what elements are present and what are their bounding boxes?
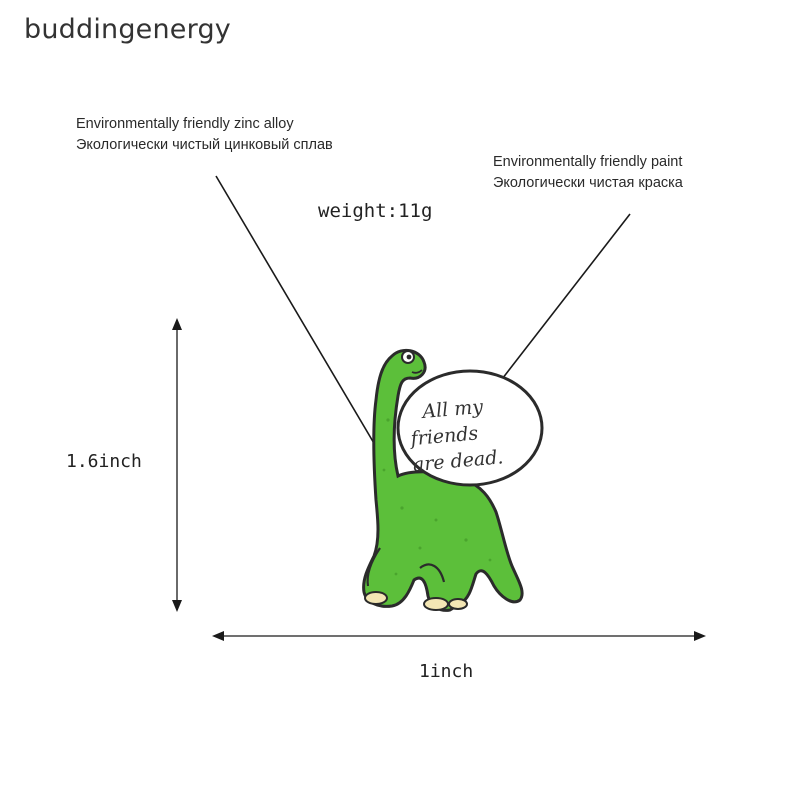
width-dimension-label: 1inch bbox=[419, 661, 474, 682]
paint-callout: Environmentally friendly paint Экологиче… bbox=[493, 152, 683, 194]
paint-callout-ru: Экологически чистая краска bbox=[493, 175, 683, 191]
material-callout: Environmentally friendly zinc alloy Экол… bbox=[76, 114, 333, 156]
bubble-text-line-1: All my bbox=[419, 396, 484, 423]
material-callout-ru: Экологически чистый цинковый сплав bbox=[76, 137, 333, 153]
speech-bubble bbox=[396, 369, 544, 487]
material-callout-en: Environmentally friendly zinc alloy bbox=[76, 116, 294, 132]
width-arrow bbox=[212, 631, 706, 641]
brand-watermark: buddingenergy bbox=[24, 14, 231, 45]
height-arrow bbox=[172, 318, 182, 612]
weight-label: weight:11g bbox=[318, 200, 433, 222]
paint-leader-line bbox=[491, 213, 631, 393]
dinosaur-pin: All my friends are dead. bbox=[362, 348, 544, 612]
material-leader-line bbox=[215, 175, 379, 451]
height-dimension-label: 1.6inch bbox=[66, 451, 142, 472]
paint-callout-en: Environmentally friendly paint bbox=[493, 154, 683, 170]
